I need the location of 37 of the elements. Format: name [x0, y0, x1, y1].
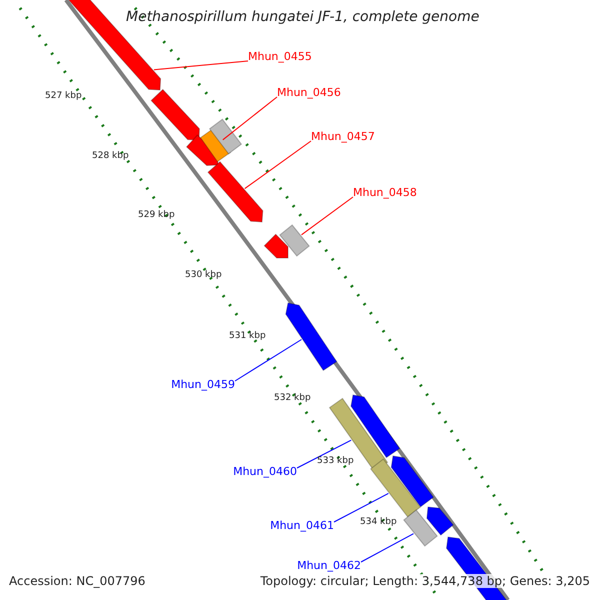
- gene-label: Mhun_0459: [171, 378, 235, 391]
- position-label: 531 kbp: [229, 331, 266, 341]
- gene-segment: [285, 302, 338, 372]
- gene-label: Mhun_0461: [270, 519, 334, 532]
- gene-segment: [150, 88, 200, 141]
- gene-label: Mhun_0460: [233, 465, 297, 478]
- leader-line: [244, 140, 312, 190]
- gene-segment: [403, 509, 438, 547]
- leader-line: [296, 440, 352, 468]
- gene-label: Mhun_0458: [353, 186, 417, 199]
- map-title: Methanospirillum hungatei JF-1, complete genome: [126, 9, 480, 25]
- position-label: 530 kbp: [185, 270, 222, 280]
- position-label: 534 kbp: [360, 517, 397, 527]
- position-label: 532 kbp: [274, 393, 311, 403]
- leader-line: [234, 339, 302, 382]
- gene-label: Mhun_0455: [248, 50, 312, 63]
- leader-line: [334, 493, 389, 522]
- gene-label: Mhun_0457: [311, 130, 375, 143]
- gene-label: Mhun_0456: [277, 86, 341, 99]
- gene-segment: [370, 458, 421, 518]
- gene-label: Mhun_0462: [297, 559, 361, 572]
- gene-segment: [426, 506, 454, 536]
- leader-line: [301, 196, 354, 236]
- gene-segment: [208, 118, 242, 154]
- gene-segment: [207, 161, 264, 223]
- position-label: 529 kbp: [138, 210, 175, 220]
- accession-text: Accession: NC_007796: [9, 574, 146, 588]
- leader-line: [360, 533, 414, 562]
- gene-segment: [264, 234, 288, 258]
- position-label: 528 kbp: [92, 151, 129, 161]
- gene-segment: [390, 455, 434, 508]
- genome-info-text: Topology: circular; Length: 3,544,738 bp; Genes: 3,205: [260, 574, 590, 588]
- leader-line: [153, 60, 248, 70]
- leader-line: [222, 96, 278, 140]
- gene-segment: [279, 224, 310, 257]
- position-label: 533 kbp: [317, 456, 354, 466]
- position-label: 527 kbp: [45, 91, 82, 101]
